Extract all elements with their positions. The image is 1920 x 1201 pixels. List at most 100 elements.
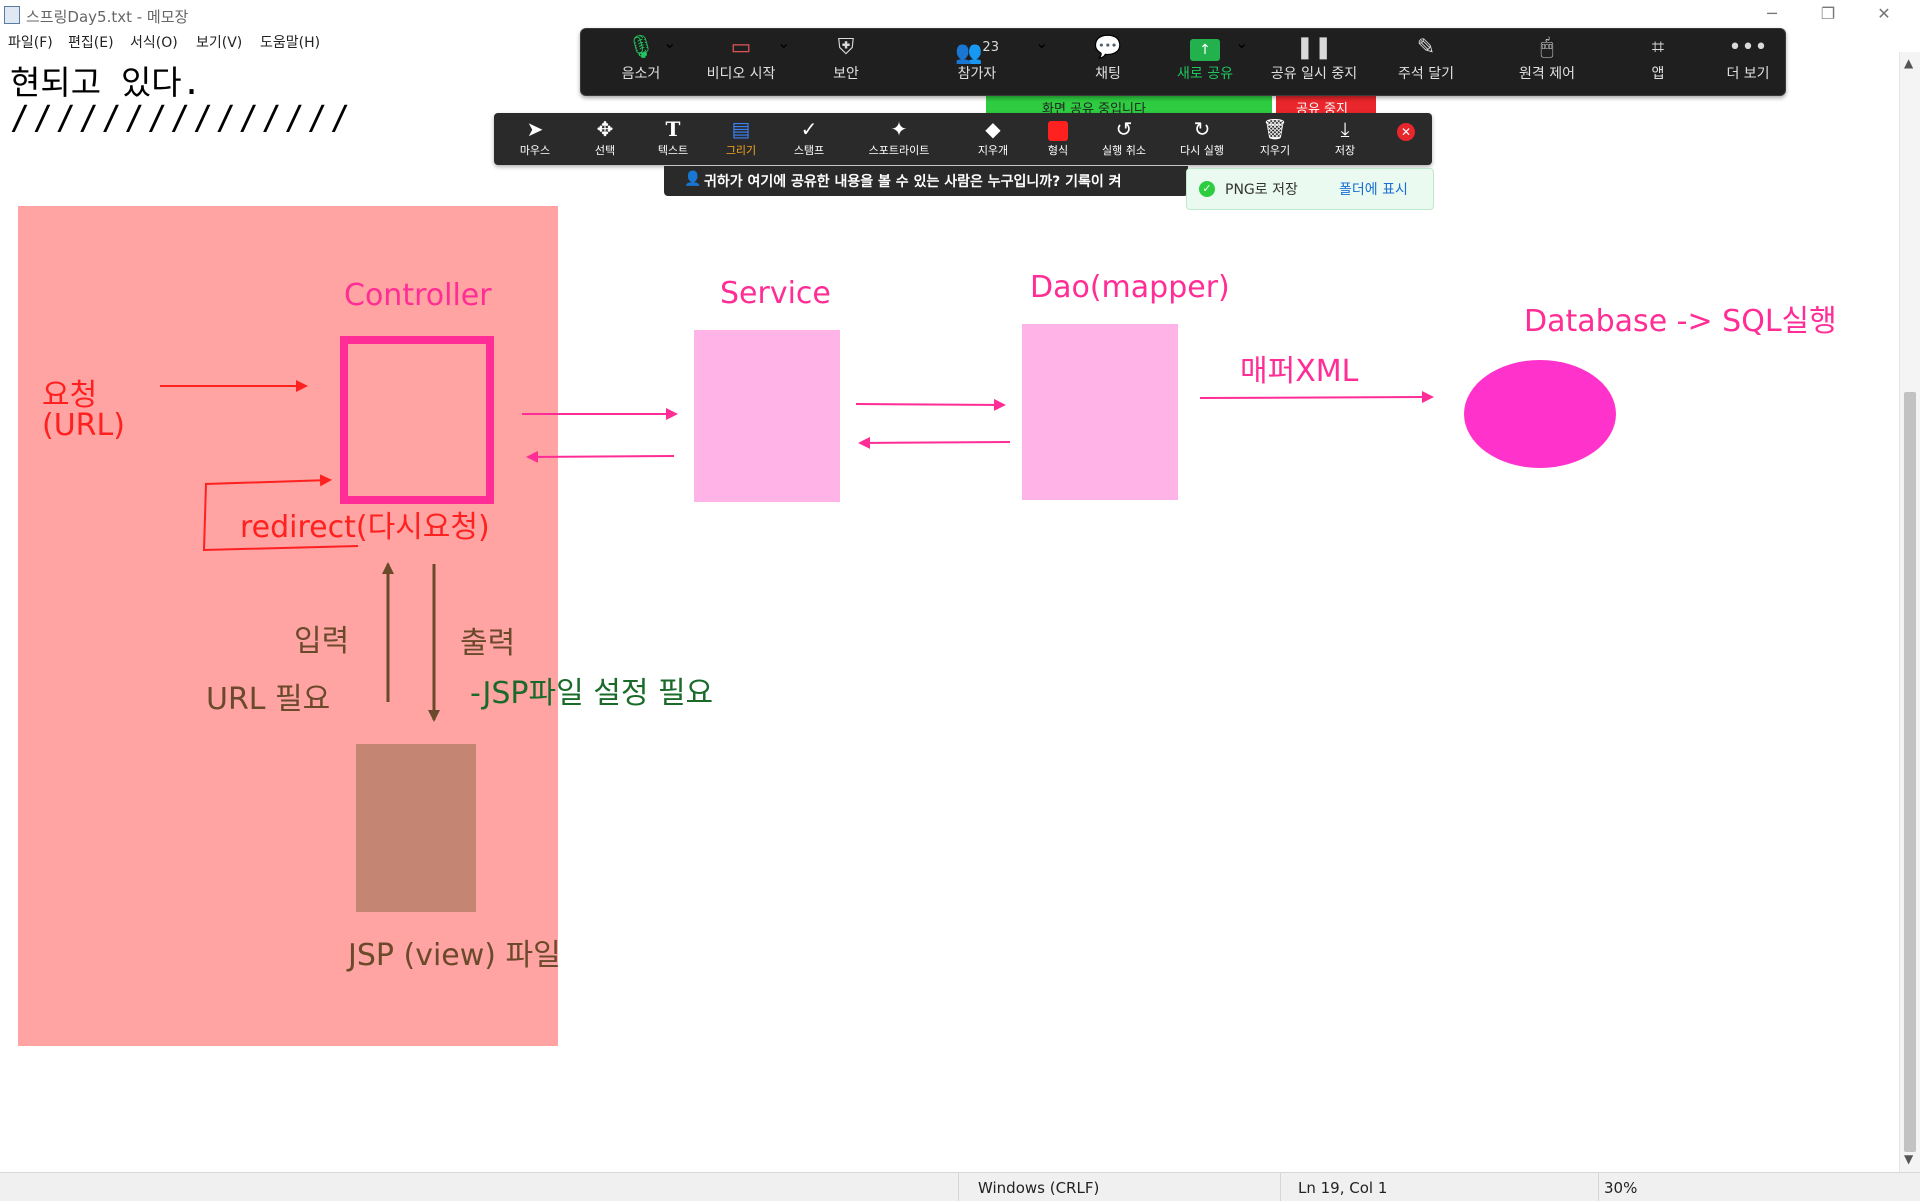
menu-format[interactable]: 서식(O) [130, 35, 178, 51]
maximize-button[interactable]: ❐ [1820, 4, 1836, 23]
request-label: 요청 [42, 378, 98, 413]
mapper-xml-label: 매퍼XML [1240, 354, 1359, 389]
show-in-folder-link[interactable]: 폴더에 표시 [1339, 182, 1408, 198]
stop-share-button[interactable] [1276, 96, 1376, 116]
controller-label: Controller [344, 278, 492, 313]
tool-eraser[interactable]: ◆ 지우개 [968, 116, 1018, 162]
text-icon: T [665, 117, 681, 141]
jsp-view-box [356, 744, 476, 912]
start-video-button[interactable]: ▭ 비디오 시작 [691, 33, 791, 91]
save-toast: ✓ PNG로 저장 폴더에 표시 [1186, 168, 1434, 210]
pause-share-label: 공유 일시 중지 [1270, 66, 1358, 82]
video-off-icon: ▭ [730, 35, 752, 60]
color-swatch-icon [1048, 120, 1068, 141]
pencil-icon: ✎ [1416, 35, 1436, 60]
tool-save[interactable]: ⤓ 저장 [1320, 116, 1370, 162]
scroll-up-icon[interactable]: ▲ [1904, 56, 1914, 70]
title-bar: 스프링Day5.txt - 메모장 ─ ❐ ✕ [0, 0, 1920, 30]
chat-button[interactable]: 💬 채팅 [1073, 33, 1143, 91]
eraser-icon: ◆ [985, 117, 1001, 141]
editor-line: /////////////// [10, 98, 354, 137]
tool-select[interactable]: ✥ 선택 [580, 116, 630, 162]
apps-button[interactable]: ⌗ 앱 [1633, 33, 1683, 91]
close-annotation-button[interactable]: ✕ [1394, 116, 1418, 162]
zoom-status: 30% [1604, 1179, 1638, 1197]
url-needed-label: URL 필요 [206, 682, 331, 717]
participants-icon: 👥23 [955, 40, 999, 66]
chevron-down-icon[interactable]: ⌄ [1235, 33, 1249, 52]
save-icon: ⤓ [1340, 117, 1350, 141]
controller-box [340, 336, 494, 504]
remote-control-button[interactable]: 🖱 원격 제어 [1497, 33, 1597, 91]
output-label: 출력 [460, 626, 516, 661]
tool-redo[interactable]: ↻ 다시 실행 [1170, 116, 1234, 162]
tool-undo[interactable]: ↺ 실행 취소 [1092, 116, 1156, 162]
redirect-label: redirect(다시요청) [240, 510, 490, 545]
tool-text-label: 텍스트 [657, 144, 689, 157]
chevron-down-icon[interactable]: ⌄ [1035, 33, 1049, 52]
input-label: 입력 [294, 624, 350, 659]
service-box [694, 330, 840, 502]
annotate-button[interactable]: ✎ 주석 달기 [1381, 33, 1471, 91]
new-share-label: 새로 공유 [1177, 66, 1233, 82]
line-ending-status: Windows (CRLF) [978, 1179, 1100, 1197]
window-title: 스프링Day5.txt - 메모장 [26, 8, 189, 26]
tool-mouse-label: 마우스 [519, 144, 551, 157]
more-icon: ••• [1728, 35, 1768, 60]
security-button[interactable]: ⛨ 보안 [811, 33, 881, 91]
scroll-thumb[interactable] [1904, 392, 1916, 1152]
mute-label: 음소거 [621, 66, 661, 82]
tool-format[interactable]: 형식 [1028, 116, 1088, 162]
trash-icon: 🗑 [1262, 117, 1288, 141]
status-bar: Windows (CRLF) Ln 19, Col 1 30% [0, 1172, 1920, 1201]
tool-stamp[interactable]: ✓ 스탬프 [784, 116, 834, 162]
tool-draw[interactable]: ▤ 그리기 [716, 116, 766, 162]
tool-clear[interactable]: 🗑 지우기 [1250, 116, 1300, 162]
service-to-dao-arrow [855, 398, 1006, 411]
service-to-controller-arrow [526, 450, 675, 463]
spotlight-icon: ✦ [890, 117, 908, 141]
database-ellipse [1464, 360, 1616, 468]
new-share-button[interactable]: ↑ 새로 공유 [1163, 33, 1247, 91]
viewers-notice[interactable]: 👤 귀하가 여기에 공유한 내용을 볼 수 있는 사람은 누구입니까? 기록이 … [664, 166, 1188, 196]
tool-select-label: 선택 [594, 144, 616, 157]
apps-label: 앱 [1651, 66, 1665, 82]
scroll-down-icon[interactable]: ▼ [1904, 1152, 1914, 1166]
mute-button[interactable]: 🎙 음소거 [605, 33, 677, 91]
person-icon: 👤 [684, 171, 702, 187]
close-button[interactable]: ✕ [1877, 4, 1891, 23]
notepad-icon [4, 6, 20, 24]
cursor-position-status: Ln 19, Col 1 [1298, 1179, 1388, 1197]
share-arrow-icon: ↑ [1190, 39, 1220, 61]
menu-help[interactable]: 도움말(H) [260, 35, 321, 51]
annotation-drawing [18, 206, 1616, 1046]
participants-count: 23 [982, 40, 999, 55]
apps-icon: ⌗ [1651, 35, 1665, 60]
tool-draw-label: 그리기 [725, 144, 757, 157]
tool-eraser-label: 지우개 [977, 144, 1009, 157]
tool-mouse[interactable]: ➤ 마우스 [510, 116, 560, 162]
chat-label: 채팅 [1095, 66, 1121, 82]
dao-to-database-arrow [1199, 391, 1434, 404]
menu-file[interactable]: 파일(F) [8, 35, 53, 51]
minimize-button[interactable]: ─ [1767, 4, 1777, 23]
menu-edit[interactable]: 편집(E) [68, 35, 114, 51]
chevron-down-icon[interactable]: ⌄ [777, 33, 791, 52]
text-editor[interactable]: 현되고 있다. /////////////// [0, 52, 1900, 1172]
draw-icon: ▤ [731, 117, 751, 141]
more-button[interactable]: ••• 더 보기 [1713, 33, 1783, 91]
participants-label: 참가자 [957, 66, 997, 82]
tool-text[interactable]: T 텍스트 [648, 116, 698, 162]
viewers-notice-text: 귀하가 여기에 공유한 내용을 볼 수 있는 사람은 누구입니까? 기록이 켜 [704, 174, 1122, 190]
chevron-down-icon[interactable]: ⌄ [663, 33, 677, 52]
editor-line: 현되고 있다. [10, 63, 202, 102]
menu-view[interactable]: 보기(V) [196, 35, 243, 51]
vertical-scrollbar[interactable]: ▲ ▼ [1899, 52, 1920, 1172]
chat-icon: 💬 [1094, 35, 1122, 60]
participants-button[interactable]: 👥23 참가자 [937, 33, 1017, 91]
pause-share-button[interactable]: ❚❚ 공유 일시 중지 [1257, 33, 1371, 91]
move-icon: ✥ [596, 117, 614, 141]
redo-icon: ↻ [1193, 117, 1211, 141]
tool-spotlight[interactable]: ✦ 스포트라이트 [854, 116, 944, 162]
annotate-label: 주석 달기 [1398, 66, 1454, 82]
